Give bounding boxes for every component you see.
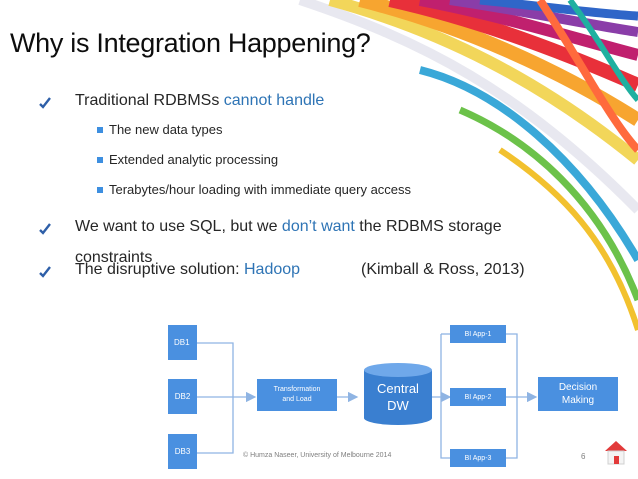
- checkmark-icon: [39, 266, 51, 278]
- central-dw-label: Central DW: [377, 381, 419, 413]
- checkmark-icon: [39, 223, 51, 235]
- bullet-2-highlight: don’t want: [281, 218, 355, 235]
- square-bullet-icon: [97, 186, 103, 193]
- central-dw-cylinder: [364, 363, 432, 425]
- db3-box: DB3: [168, 434, 197, 469]
- home-icon[interactable]: [601, 437, 631, 467]
- slide-title: Why is Integration Happening?: [10, 28, 371, 58]
- bi-app-3-box: BI App-3: [450, 449, 506, 467]
- bullet-1-text: Traditional RDBMSs: [75, 92, 224, 109]
- checkmark-icon: [39, 97, 51, 109]
- citation: (Kimball & Ross, 2013): [361, 261, 525, 278]
- page-number: 6: [581, 452, 586, 461]
- bullet-2: We want to use SQL, but we don’t want th…: [75, 218, 502, 235]
- square-bullet-icon: [97, 126, 103, 133]
- subbullet-3: Terabytes/hour loading with immediate qu…: [97, 182, 411, 197]
- bullet-3: The disruptive solution: Hadoop: [75, 261, 301, 278]
- bullet-1: Traditional RDBMSs cannot handle: [75, 92, 324, 110]
- bullet-2-continuation: constraints: [75, 249, 153, 266]
- bi-app-1-box: BI App-1: [450, 325, 506, 343]
- subbullet-1: The new data types: [97, 122, 222, 137]
- bullet-3-highlight: Hadoop: [243, 261, 301, 278]
- bullet-1-highlight: cannot handle: [223, 92, 325, 109]
- db1-box: DB1: [168, 325, 197, 360]
- footer-copyright: © Humza Naseer, University of Melbourne …: [243, 452, 392, 459]
- bi-app-2-box: BI App-2: [450, 388, 506, 406]
- square-bullet-icon: [97, 156, 103, 163]
- subbullet-2: Extended analytic processing: [97, 152, 278, 167]
- db2-box: DB2: [168, 379, 197, 414]
